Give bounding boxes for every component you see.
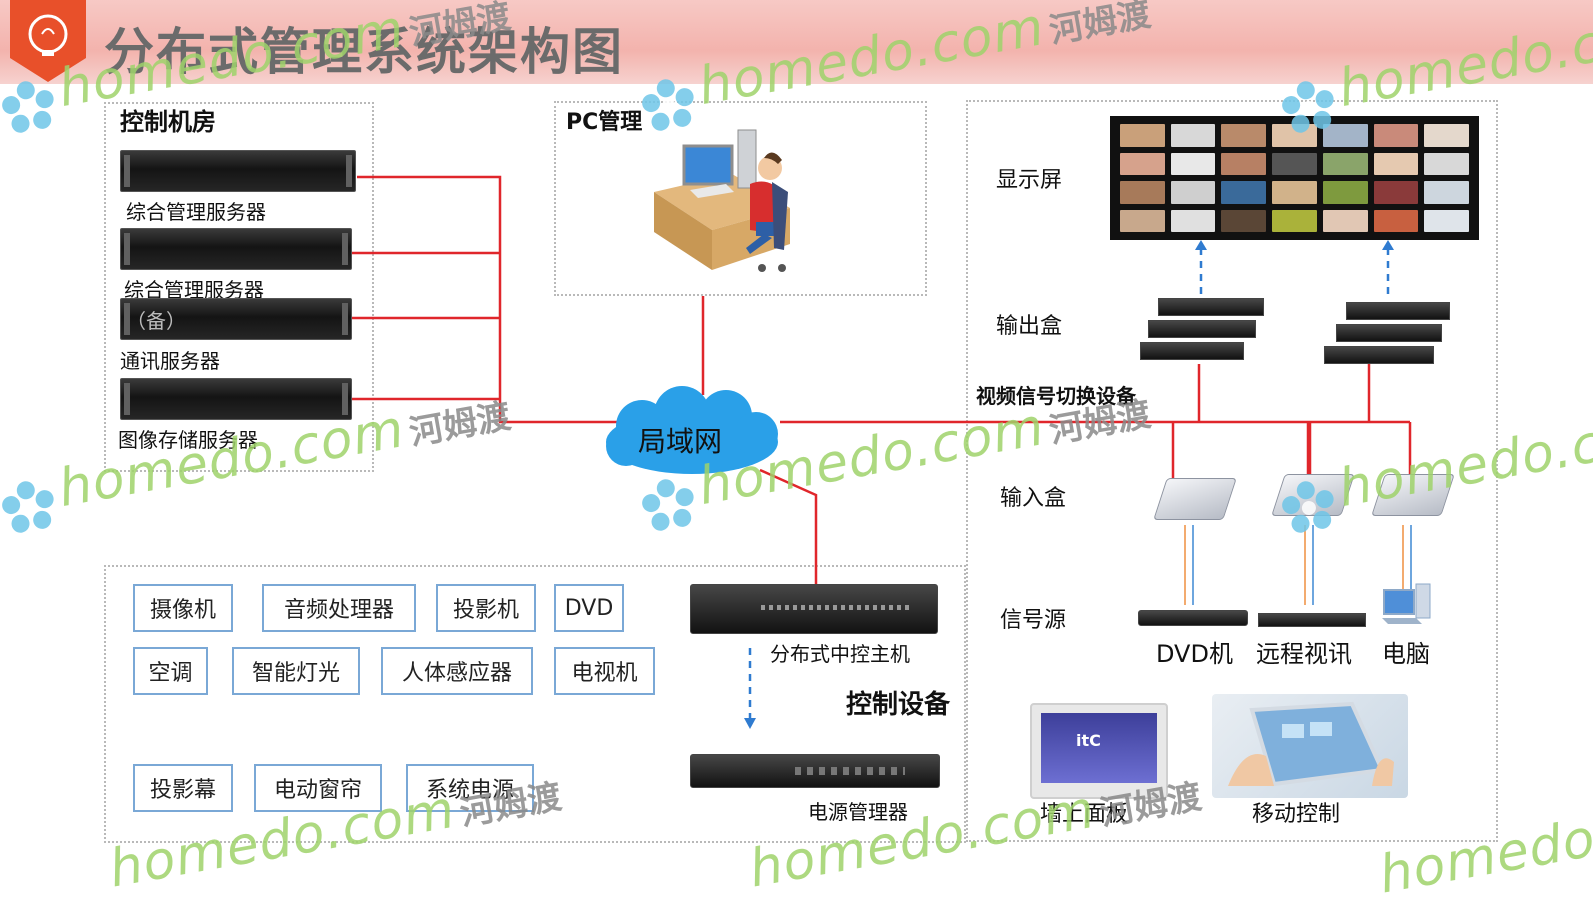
device-projector: 投影机: [436, 584, 536, 632]
lightbulb-badge-icon: [10, 0, 86, 82]
device-air-conditioner: 空调: [133, 647, 208, 695]
device-camera: 摄像机: [133, 584, 233, 632]
source-label-dvd: DVD机: [1156, 640, 1233, 668]
video-wall: [1110, 116, 1479, 240]
title-bar: [0, 0, 1593, 84]
server-integrated-management-2: [120, 228, 352, 270]
output-box-label: 输出盒: [996, 314, 1063, 339]
power-manager-label: 电源管理器: [808, 800, 908, 824]
server-integrated-management-1: [120, 150, 356, 192]
input-box-label: 输入盒: [1000, 486, 1067, 511]
signal-source-label: 信号源: [1000, 608, 1067, 633]
output-box-unit-3: [1140, 342, 1244, 360]
device-audio-processor: 音频处理器: [262, 584, 416, 632]
output-box-unit-5: [1336, 324, 1442, 342]
dvd-player-device: [1138, 610, 1248, 626]
source-label-computer: 电脑: [1382, 640, 1430, 668]
page-title: 分布式管理系统架构图: [104, 23, 624, 81]
server-label-3: 通讯服务器: [120, 349, 220, 373]
central-control-host: [690, 584, 938, 634]
device-television: 电视机: [554, 647, 655, 695]
output-box-unit-2: [1148, 320, 1256, 338]
output-box-unit-1: [1158, 298, 1264, 316]
device-system-power: 系统电源: [406, 764, 534, 812]
server-label-1: 综合管理服务器: [126, 200, 266, 224]
central-host-label: 分布式中控主机: [770, 642, 910, 666]
device-dvd: DVD: [554, 584, 624, 632]
switch-equipment-label: 视频信号切换设备: [976, 384, 1136, 408]
control-devices-group: [104, 565, 966, 843]
source-label-remote-video: 远程视讯: [1256, 640, 1352, 668]
device-smart-lighting: 智能灯光: [232, 647, 360, 695]
display-label: 显示屏: [996, 168, 1063, 193]
pc-operator-icon: [654, 129, 790, 272]
output-box-unit-4: [1346, 302, 1450, 320]
output-box-unit-6: [1324, 346, 1434, 364]
input-box-2: [1271, 474, 1355, 516]
lan-label: 局域网: [638, 425, 723, 458]
section-title-control-room: 控制机房: [120, 108, 216, 136]
server-communication: [120, 298, 352, 340]
input-box-3: [1371, 474, 1455, 516]
device-projection-screen: 投影幕: [133, 764, 233, 812]
computer-icon: [1382, 583, 1431, 624]
remote-video-device: [1258, 613, 1366, 627]
video-group: [966, 100, 1498, 842]
pc-management-group: [554, 101, 927, 296]
server-backup-note: （备）: [126, 309, 186, 333]
wall-panel-device: itC: [1030, 703, 1168, 799]
device-body-sensor: 人体感应器: [381, 647, 533, 695]
mobile-control-label: 移动控制: [1252, 802, 1341, 827]
wall-panel-label: 墙上面板: [1040, 802, 1129, 827]
section-title-control-devices: 控制设备: [846, 690, 951, 720]
lan-cloud-icon: [606, 386, 778, 474]
server-image-storage: [120, 378, 352, 420]
mobile-control-tablet: [1212, 694, 1408, 798]
panel-logo: itC: [1076, 731, 1101, 750]
input-box-1: [1153, 478, 1237, 520]
device-electric-curtain: 电动窗帘: [254, 764, 382, 812]
section-title-pc-management: PC管理: [566, 110, 643, 135]
control-room-group: [104, 102, 374, 472]
server-label-4: 图像存储服务器: [118, 428, 258, 452]
power-manager: [690, 754, 940, 788]
